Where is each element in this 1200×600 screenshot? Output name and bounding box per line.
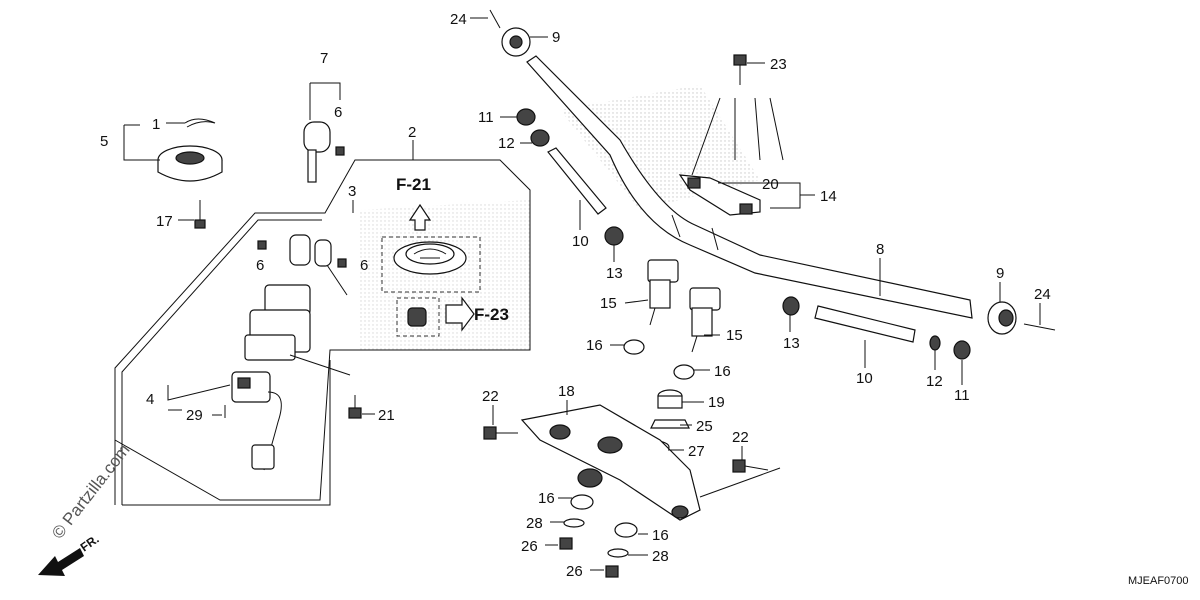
part-16-rubbers-upper <box>623 339 695 380</box>
reference-f21: F-21 <box>396 175 431 194</box>
label-17: 17 <box>156 213 173 230</box>
part-9-bar-end-right <box>987 301 1056 335</box>
label-29: 29 <box>186 407 203 424</box>
part-10-weight-right <box>782 296 971 360</box>
fuel-cap-box <box>381 236 481 293</box>
label-28b: 28 <box>652 548 669 565</box>
label-14: 14 <box>820 188 837 205</box>
label-19: 19 <box>708 394 725 411</box>
part-labels: 1 2 3 4 5 6 6 6 7 8 9 9 10 10 11 11 12 1… <box>100 11 1051 580</box>
part-15-lower-holders <box>647 259 721 353</box>
part-1-5-cover <box>157 118 223 182</box>
label-9b: 9 <box>996 265 1004 282</box>
label-16a: 16 <box>586 337 603 354</box>
label-15b: 15 <box>726 327 743 344</box>
label-11a: 11 <box>478 109 494 126</box>
label-16b: 16 <box>714 363 731 380</box>
label-8: 8 <box>876 241 884 258</box>
part-22-bolts <box>483 426 769 473</box>
label-20: 20 <box>762 176 779 193</box>
part-7-key <box>303 121 331 183</box>
reference-f23: F-23 <box>474 305 509 324</box>
label-12a: 12 <box>498 135 515 152</box>
part-9-bar-end-top <box>489 9 531 57</box>
part-14-upper-holder <box>678 97 784 216</box>
label-23: 23 <box>770 56 787 73</box>
label-15a: 15 <box>600 295 617 312</box>
part-8-handlebar <box>526 55 973 319</box>
label-22a: 22 <box>482 388 499 405</box>
reference-arrows <box>408 203 475 332</box>
label-7: 7 <box>320 50 328 67</box>
label-24b: 24 <box>1034 286 1051 303</box>
label-10b: 10 <box>856 370 873 387</box>
part-10-weight-left <box>547 147 607 215</box>
part-3-ignition-switch <box>244 234 351 376</box>
label-9a: 9 <box>552 29 560 46</box>
label-28a: 28 <box>526 515 543 532</box>
label-3: 3 <box>348 183 356 200</box>
part-23-bolt <box>733 54 747 85</box>
label-6a: 6 <box>334 104 342 121</box>
label-18: 18 <box>558 383 575 400</box>
label-2: 2 <box>408 124 416 141</box>
part-6-grommets <box>257 146 347 268</box>
label-22b: 22 <box>732 429 749 446</box>
leader-lines <box>123 17 1041 571</box>
lock-set-outline <box>114 159 531 506</box>
label-6c: 6 <box>360 257 368 274</box>
label-6b: 6 <box>256 257 264 274</box>
diagram-code: MJEAF0700 <box>1128 575 1189 587</box>
part-21-screw <box>348 395 362 419</box>
front-arrow-icon <box>38 548 84 576</box>
label-26b: 26 <box>566 563 583 580</box>
label-26a: 26 <box>521 538 538 555</box>
lock-cylinder-box <box>396 297 440 337</box>
label-16d: 16 <box>652 527 669 544</box>
watermark-text: © Partzilla.com <box>48 440 134 542</box>
part-18-top-bridge <box>520 404 781 521</box>
label-4: 4 <box>146 391 154 408</box>
label-25: 25 <box>696 418 713 435</box>
label-5: 5 <box>100 133 108 150</box>
label-10a: 10 <box>572 233 589 250</box>
label-16c: 16 <box>538 490 555 507</box>
part-17-screw <box>194 200 206 229</box>
label-13a: 13 <box>606 265 623 282</box>
label-27: 27 <box>688 443 705 460</box>
label-12b: 12 <box>926 373 943 390</box>
part-11-13-nuts-left <box>516 108 624 246</box>
part-4-switch-unit <box>224 371 282 471</box>
label-24a: 24 <box>450 11 467 28</box>
label-11b: 11 <box>954 387 970 404</box>
label-21: 21 <box>378 407 395 424</box>
label-13b: 13 <box>783 335 800 352</box>
label-1: 1 <box>152 116 160 133</box>
part-16-28-26-lower <box>559 494 638 578</box>
